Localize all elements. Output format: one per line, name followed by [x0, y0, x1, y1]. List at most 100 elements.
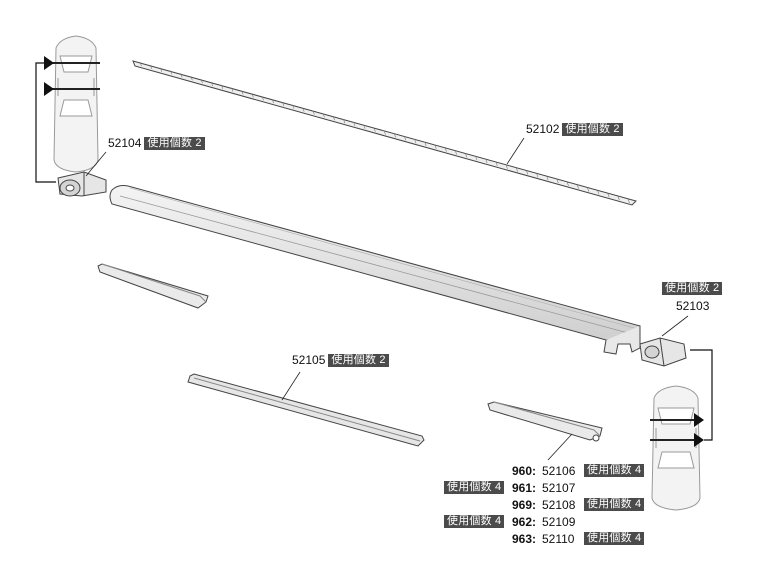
strip-slot [404, 136, 407, 141]
variant-model: 961: [512, 481, 537, 495]
car-top-view-left [53, 35, 99, 173]
strip-slot [576, 184, 579, 189]
leader-52102 [506, 137, 525, 165]
strip-slot [444, 147, 447, 152]
strip-slot [251, 93, 254, 98]
strip-slot [231, 87, 234, 92]
strip-slot [292, 104, 295, 109]
variant-part: 52109 [542, 515, 576, 529]
variant-quantity-tag: 使用個数 4 [444, 515, 505, 528]
quantity-tag-52105: 使用個数 2 [328, 354, 389, 367]
strip-slot [465, 153, 468, 158]
strip-slot [353, 121, 356, 127]
strip-slot [312, 110, 315, 115]
strip-slot [241, 90, 244, 95]
strip-slot [536, 173, 539, 178]
strip-slot [556, 178, 559, 184]
strip-slot [485, 158, 488, 164]
strip-slot [393, 133, 396, 138]
label-52104: 52104 使用個数 2 [108, 136, 205, 151]
strip-slot [566, 181, 569, 186]
variant-model: 963: [512, 532, 537, 546]
variant-quantity-tag: 使用個数 4 [584, 498, 645, 511]
strip-slot [261, 96, 264, 101]
strip-52105 [187, 373, 425, 447]
strip-slot [627, 198, 630, 204]
label-52103: 52103 [676, 299, 709, 314]
variant-part: 52107 [542, 481, 576, 495]
strip-slot [454, 150, 457, 155]
variant-row-960: 960: 52106 使用個数 4 [0, 463, 760, 479]
strip-slot [332, 116, 335, 121]
strip-slot [221, 84, 224, 89]
leader-52103 [661, 315, 689, 337]
quantity-tag-52104: 使用個数 2 [144, 137, 205, 150]
variant-row-961: 使用個数 4 961: 52107 [0, 480, 760, 496]
strip-slot [475, 156, 478, 161]
strip-slot [607, 193, 610, 198]
strip-slot [587, 187, 590, 192]
quantity-tag-52102: 使用個数 2 [562, 123, 623, 136]
variant-quantity-tag: 使用個数 4 [444, 481, 505, 494]
part-number-52105: 52105 [292, 353, 326, 367]
strip-slot [322, 113, 325, 118]
variant-quantity-tag: 使用個数 4 [584, 532, 645, 545]
strip-slot [170, 70, 173, 75]
variant-model: 960: [512, 464, 537, 478]
label-52105: 52105 使用個数 2 [292, 353, 389, 368]
strip-slot [597, 190, 600, 195]
strip-slot [190, 76, 193, 81]
variant-row-969: 969: 52108 使用個数 4 [0, 497, 760, 513]
strip-slot [210, 81, 213, 87]
strip-slot [343, 118, 346, 124]
variant-part: 52110 [542, 532, 575, 546]
strip-slot [149, 64, 152, 69]
strip-slot [495, 161, 498, 167]
quantity-tag-52103-wrap: 使用個数 2 [662, 282, 723, 295]
strip-52102 [132, 60, 637, 206]
strip-slot [373, 127, 376, 132]
strip-slot [434, 144, 437, 149]
variant-part: 52106 [542, 464, 576, 478]
end-support-52104 [57, 171, 107, 197]
variant-model: 962: [512, 515, 537, 529]
quantity-tag-52103: 使用個数 2 [662, 282, 723, 295]
strip-slot [271, 98, 274, 104]
strip-slot [617, 196, 620, 201]
strip-slot [526, 170, 529, 175]
strip-slot [424, 141, 427, 147]
end-support-52103 [639, 337, 687, 367]
leader-variants [547, 433, 573, 461]
position-arrows-left [44, 56, 54, 96]
main-roof-bar [109, 185, 641, 355]
wedge-part-left [97, 263, 209, 309]
variant-quantity-tag: 使用個数 4 [584, 464, 645, 477]
part-number-52103: 52103 [676, 299, 710, 313]
strip-slot [383, 130, 386, 135]
label-52102: 52102 使用個数 2 [526, 122, 623, 137]
position-arrows-right [694, 413, 704, 447]
car-bars-left [50, 62, 100, 90]
strip-slot [160, 67, 163, 72]
part-number-52104: 52104 [108, 136, 142, 150]
strip-slot [200, 79, 203, 84]
strip-slot [505, 164, 508, 169]
strip-slot [282, 101, 285, 107]
car-bars-right [650, 419, 702, 441]
strip-slot [139, 61, 142, 67]
leader-52105 [281, 371, 301, 401]
connector-line-right [690, 349, 713, 441]
strip-slot [414, 138, 417, 144]
wedge-part-right [487, 401, 603, 442]
variant-model: 969: [512, 498, 537, 512]
strip-slots [139, 61, 630, 204]
connector-line-left [35, 62, 56, 183]
strip-slot [180, 73, 183, 78]
variant-row-962: 使用個数 4 962: 52109 [0, 514, 760, 530]
leader-52104 [85, 151, 107, 177]
part-number-52102: 52102 [526, 122, 560, 136]
strip-slot [546, 176, 549, 181]
variant-row-963: 963: 52110 使用個数 4 [0, 531, 760, 547]
variant-part: 52108 [542, 498, 576, 512]
